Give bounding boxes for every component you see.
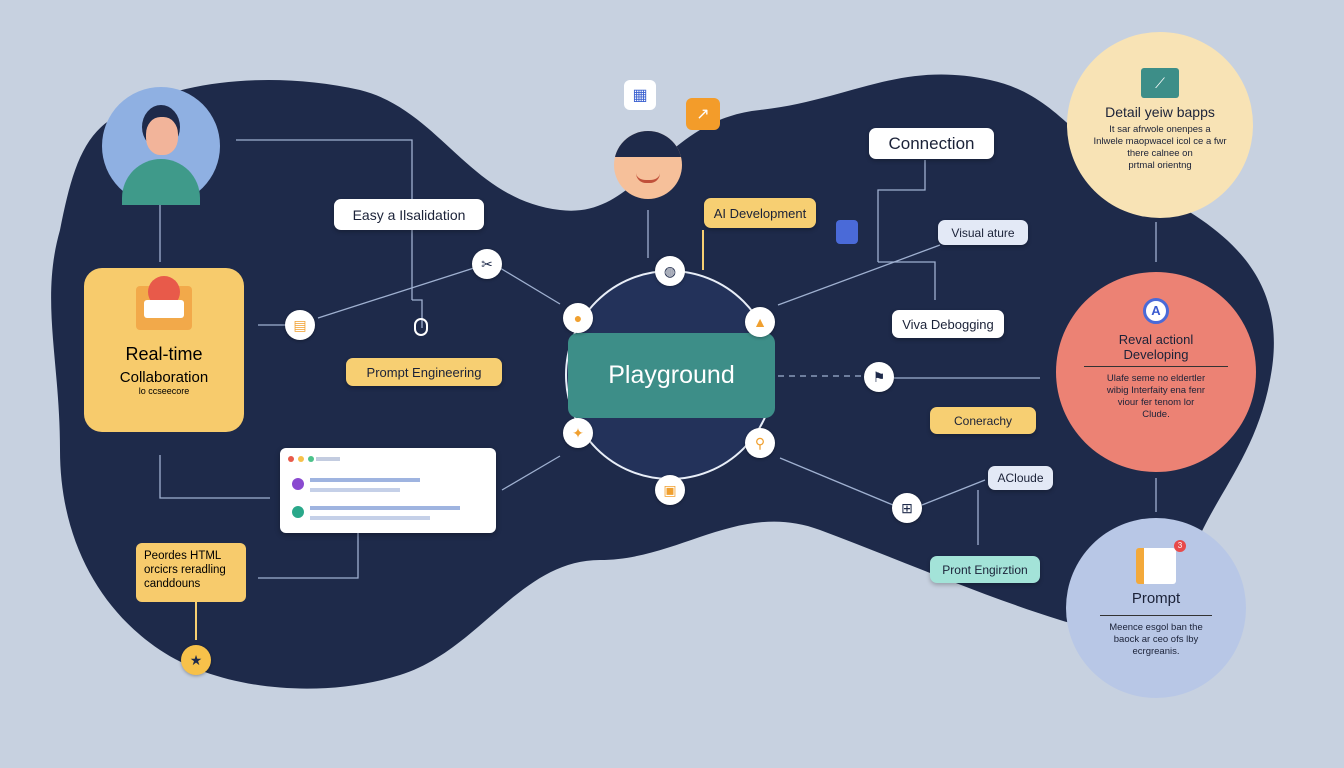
woman-avatar: [614, 131, 682, 199]
connector-lines: [159, 139, 1157, 640]
label-conerachy[interactable]: Conerachy: [930, 407, 1036, 434]
chart-chat-icon: ⟋: [1141, 68, 1179, 98]
circle-text: baock ar ceo ofs lby: [1113, 634, 1199, 645]
playground-label[interactable]: Playground: [568, 333, 775, 418]
prompt-document-icon: 3: [1136, 540, 1186, 584]
label-connection[interactable]: Connection: [869, 128, 994, 159]
circle-text: Ulafe seme no eldertler: [1106, 373, 1206, 384]
app-icon[interactable]: [836, 220, 858, 244]
label-pront-engirztion[interactable]: Pront Engirztion: [930, 556, 1040, 583]
chat-arrow-icon: ↗: [686, 98, 720, 130]
circle-text: It sar afrwole onenpes a: [1109, 124, 1211, 135]
label-acloude[interactable]: ACloude: [988, 466, 1053, 490]
globe-icon[interactable]: ◍: [655, 256, 685, 286]
person-icon[interactable]: ★: [181, 645, 211, 675]
label-prompt-engineering[interactable]: Prompt Engineering: [346, 358, 502, 386]
reval-developing-circle[interactable]: A Reval actionl Developing Ulafe seme no…: [1056, 272, 1256, 472]
circle-title: Developing: [1123, 347, 1189, 362]
circle-title: Prompt: [1131, 590, 1181, 607]
grid-app-icon: ▦: [624, 80, 656, 110]
flag-icon[interactable]: ⚑: [864, 362, 894, 392]
label-ai-development[interactable]: AI Development: [704, 198, 816, 228]
card-title-line2: Collaboration: [119, 369, 209, 386]
circle-text: Inlwele maopwacel icol ce a fwr: [1093, 136, 1227, 147]
search-icon[interactable]: ⚲: [745, 428, 775, 458]
label-visual-ature[interactable]: Visual ature: [938, 220, 1028, 245]
envelope-icon: [136, 276, 192, 330]
grid-globe-icon[interactable]: ⊞: [892, 493, 922, 523]
note-line: orcicrs reradling: [144, 564, 226, 576]
card-title-line1: Real-time: [125, 344, 203, 364]
circle-title: Reval actionl: [1118, 332, 1194, 347]
note-bubble: Peordes HTML orcicrs reradling canddouns: [136, 543, 246, 602]
circle-text: wibig Interfaity ena fenr: [1106, 385, 1206, 396]
document-icon[interactable]: ▤: [285, 310, 315, 340]
label-viva-debugging[interactable]: Viva Debogging: [892, 310, 1004, 338]
circle-text: there calnee on: [1127, 148, 1193, 159]
circle-text: ecrgreanis.: [1132, 646, 1180, 657]
briefcase-icon[interactable]: ▣: [655, 475, 685, 505]
a-logo-icon: A: [1143, 298, 1169, 324]
microphone-icon: [414, 318, 428, 336]
realtime-collaboration-card[interactable]: Real-time Collaboration lo ccseecore: [84, 268, 244, 432]
notification-badge: 3: [1174, 540, 1186, 552]
label-easy-validation[interactable]: Easy a Ilsalidation: [334, 199, 484, 230]
location-pin-icon[interactable]: ●: [563, 303, 593, 333]
detail-view-circle[interactable]: ⟋ Detail yeiw bapps It sar afrwole onenp…: [1067, 32, 1253, 218]
circle-text: prtmal orientng: [1128, 160, 1192, 171]
note-line: canddouns: [144, 578, 201, 590]
chart-icon[interactable]: ▲: [745, 307, 775, 337]
prompt-circle[interactable]: 3 Prompt Meence esgol ban the baock ar c…: [1066, 518, 1246, 698]
scissors-icon[interactable]: ✂: [472, 249, 502, 279]
note-line: Peordes HTML: [144, 550, 222, 562]
user-avatar: [102, 87, 220, 205]
avatar-dot: [292, 506, 304, 518]
browser-window-card[interactable]: [280, 448, 496, 533]
avatar-dot: [292, 478, 304, 490]
circle-text: viour fer tenom lor: [1117, 397, 1195, 408]
circle-text: Meence esgol ban the: [1109, 622, 1203, 633]
card-subtitle: lo ccseecore: [138, 386, 190, 396]
circle-title: Detail yeiw bapps: [1105, 104, 1215, 120]
circle-text: Clude.: [1142, 409, 1170, 420]
window-controls: [288, 456, 314, 462]
pin-icon[interactable]: ✦: [563, 418, 593, 448]
